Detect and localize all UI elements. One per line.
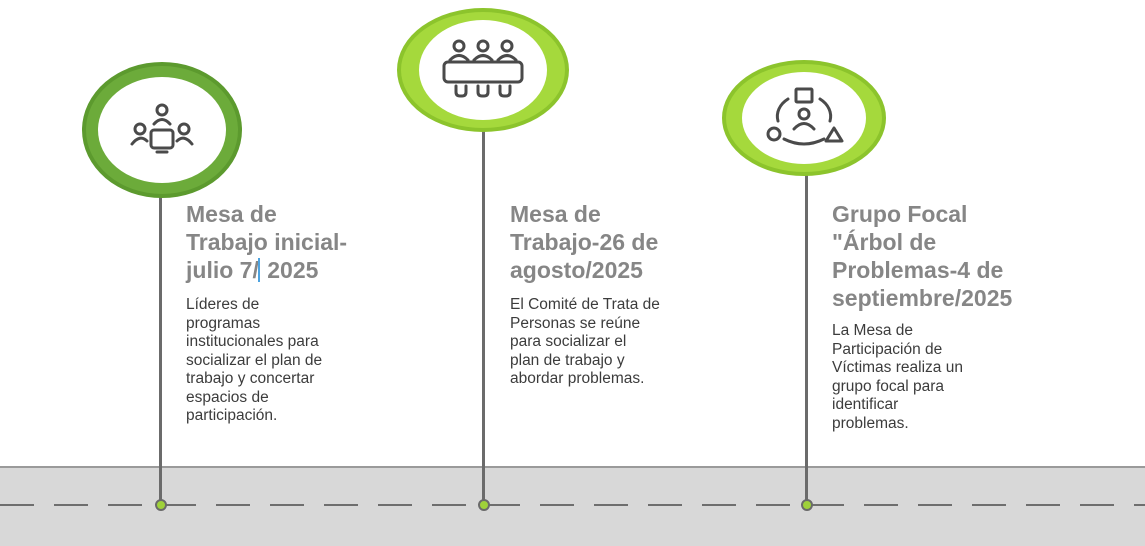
milestone-2-road-dot (478, 499, 490, 511)
milestone-1-road-dot (155, 499, 167, 511)
milestone-3-road-dot (801, 499, 813, 511)
meeting-table-icon (130, 103, 194, 154)
milestone-3-stem (805, 170, 808, 506)
milestone-3-badge (722, 60, 886, 176)
milestone-2-title: Mesa de Trabajo-26 de agosto/2025 (510, 201, 659, 283)
focus-group-shapes-icon (766, 87, 844, 146)
milestone-2-stem (482, 128, 485, 506)
milestone-1-badge (82, 62, 242, 198)
milestone-1-stem (159, 196, 162, 506)
milestone-3-title: Grupo Focal "Árbol de Problemas-4 de sep… (832, 201, 1013, 311)
road-center-line (0, 504, 1145, 506)
milestone-3-description: La Mesa de Participación de Víctimas rea… (832, 322, 963, 432)
milestone-1-description: Líderes de programas institucionales par… (186, 296, 323, 424)
committee-group-icon (442, 39, 524, 98)
milestone-2-description: El Comité de Trata de Personas se reúne … (510, 296, 660, 387)
milestone-2-badge (397, 8, 569, 132)
text-cursor (257, 258, 260, 282)
milestone-2-badge-inner (419, 20, 547, 120)
milestone-1-title: Mesa de Trabajo inicial- julio 7/ 2025 (186, 201, 348, 283)
milestone-1-badge-inner (98, 77, 226, 183)
milestone-3-badge-inner (742, 72, 866, 164)
